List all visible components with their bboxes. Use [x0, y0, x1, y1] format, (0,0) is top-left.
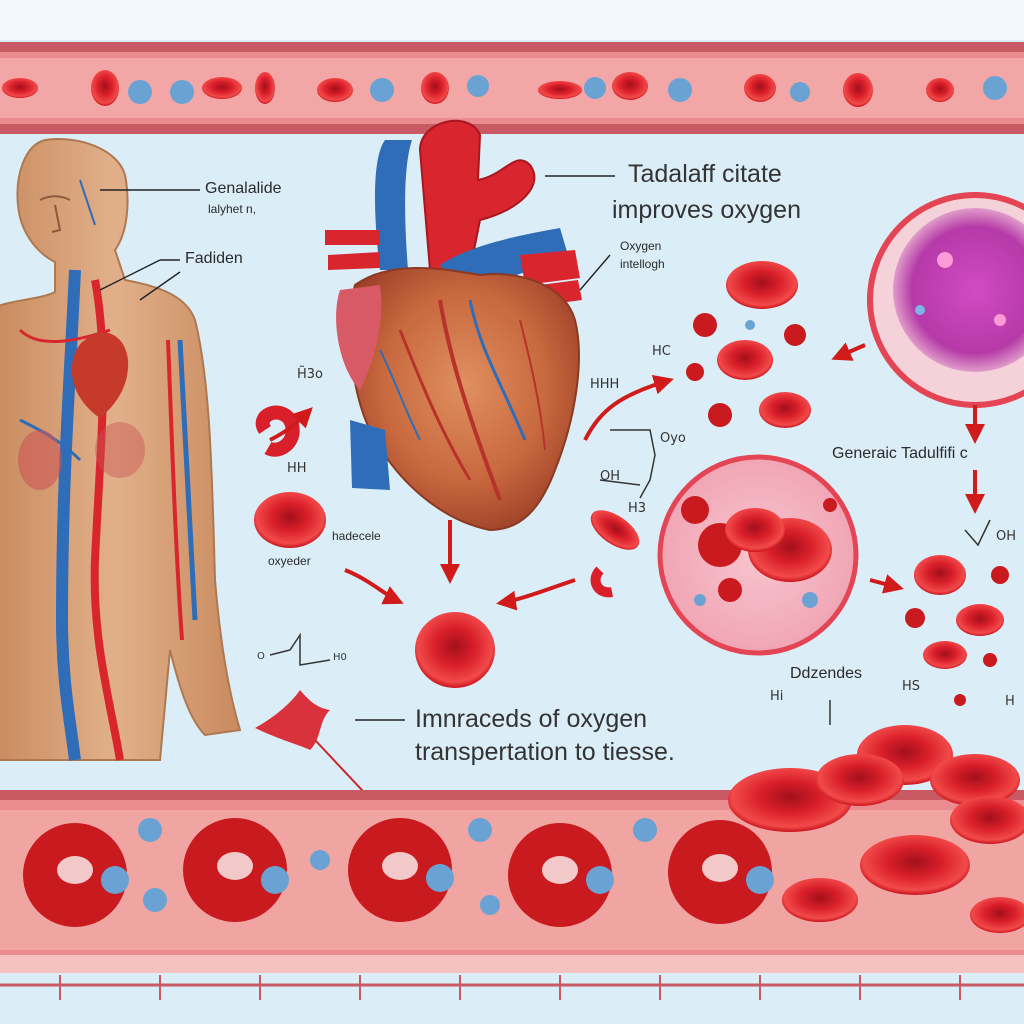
- chem-oh-right: OH: [996, 529, 1017, 544]
- label-bottom-line2: transpertation to tiesse.: [415, 738, 675, 766]
- bottom-vessel-rbc: [728, 725, 1024, 933]
- label-bottom-line1: Imnraceds of oxygen: [415, 705, 648, 733]
- human-figure: [0, 138, 242, 761]
- label-body-top: Genalalide: [205, 180, 282, 197]
- chem-structure: [269, 429, 991, 666]
- label-heart-side-1: Oxygen: [620, 239, 662, 253]
- chem-hhh: HHH: [590, 377, 620, 392]
- top-vessel-cells: [2, 70, 1007, 107]
- label-title-line2: improves oxygen: [612, 196, 801, 224]
- label-right-mid: Generaic Tadulfifi c: [832, 445, 968, 462]
- chem-h3: H3: [628, 501, 647, 516]
- top-vessel-band: [0, 42, 1024, 134]
- chem-small-o: O: [257, 651, 265, 662]
- blood-cells-floating: [254, 261, 1009, 706]
- chem-hi: Hi: [770, 689, 784, 704]
- bottom-vessel-band: [0, 725, 1024, 1000]
- tissue-circle-middle: [657, 454, 859, 656]
- bottom-vessel-clusters: [23, 818, 774, 927]
- arrows: [269, 342, 985, 611]
- chem-hs: HS: [902, 679, 921, 694]
- heart: [325, 119, 582, 532]
- chem-oy: Oyo: [660, 431, 686, 446]
- leader-lines: [99, 175, 615, 721]
- label-body-mid: Fadiden: [185, 250, 243, 267]
- label-rbc-2: oxyeder: [268, 554, 311, 568]
- label-heart-side-2: intellogh: [620, 257, 665, 271]
- label-body-top-sub: lalyhet n,: [208, 202, 257, 216]
- chem-small-h0: H0: [333, 652, 347, 663]
- chem-hh-left: HH: [287, 461, 307, 476]
- label-title-line1: Tadalaff citate: [628, 160, 782, 188]
- label-lower-right: Ddzendes: [790, 665, 863, 682]
- chem-oh-left: OH: [600, 469, 621, 484]
- label-rbc-1: hadecele: [332, 529, 381, 543]
- chem-hc: HC: [652, 344, 671, 359]
- chem-h3o: H̃3o: [297, 367, 323, 382]
- chem-h-right: H: [1005, 694, 1015, 709]
